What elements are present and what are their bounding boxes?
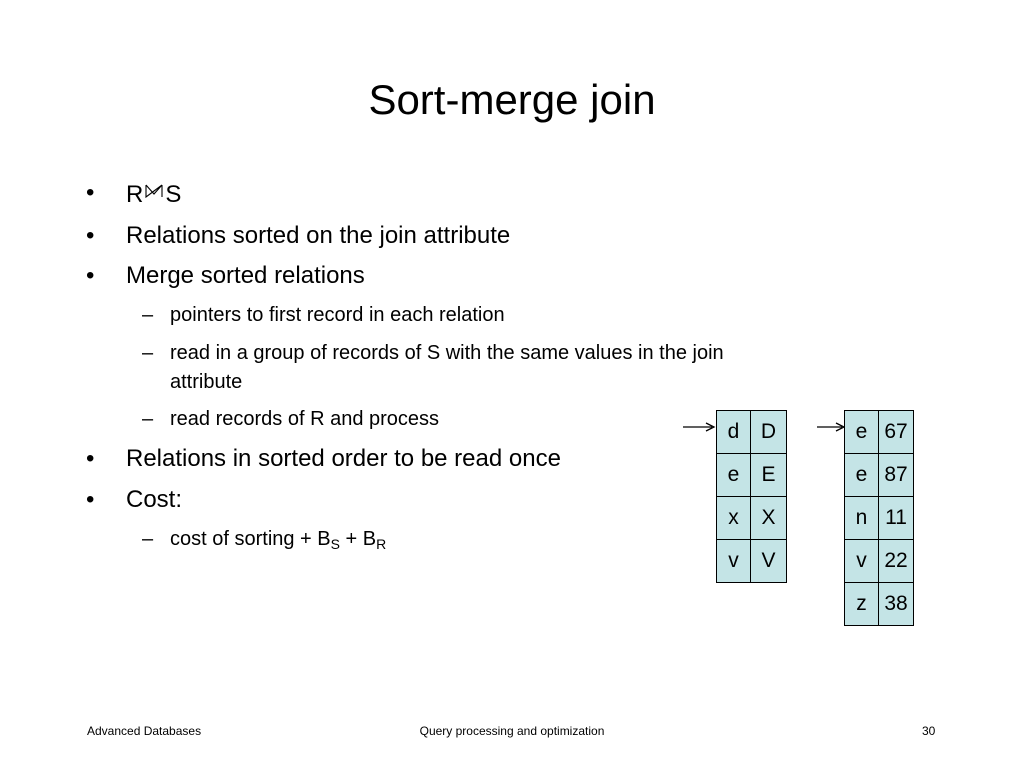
subscript-r: R [376,536,387,552]
bullet-text: Merge sorted relations [126,262,365,289]
table-cell: 22 [878,539,914,583]
bullet-text: Relations in sorted order to be read onc… [126,445,561,472]
table-cell: 67 [878,410,914,454]
table-row: d D [716,410,787,454]
bullet-marker: • [86,486,95,513]
pointer-arrow-r [683,422,716,432]
table-row: e 67 [844,410,914,454]
footer-page-number: 30 [922,724,936,738]
subbullet-marker: – [142,342,154,364]
subbullet-text: pointers to first record in each relatio… [170,304,505,326]
table-row: e 87 [844,453,914,497]
bullet-marker: • [86,222,95,249]
relation-r-table: d D e E x X v V [716,410,787,583]
bullet-marker: • [86,179,95,206]
footer-topic: Query processing and optimization [419,724,605,738]
subscript-s: S [330,536,340,552]
subbullet-text: read records of R and process [170,408,440,430]
table-row: v V [716,539,787,583]
table-cell: v [716,539,751,583]
slide-title: Sort-merge join [368,76,656,123]
semijoin-icon [143,178,165,199]
table-cell: 87 [878,453,914,497]
relation-s-table: e 67 e 87 n 11 v 22 z 38 [844,410,914,626]
table-cell: X [750,496,787,540]
table-row: x X [716,496,787,540]
bullet-marker: • [86,262,95,289]
table-row: v 22 [844,539,914,583]
footer-course: Advanced Databases [87,724,202,738]
table-cell: e [844,410,879,454]
subbullet-marker: – [142,528,154,550]
table-row: n 11 [844,496,914,540]
cost-formula: cost of sorting + BS + BR [170,528,387,552]
table-cell: e [844,453,879,497]
table-cell: v [844,539,879,583]
bullet-text: Cost: [126,486,183,513]
table-row: z 38 [844,582,914,626]
relation-s-label: S [165,181,182,208]
relation-r-label: R [126,181,144,208]
subbullet-marker: – [142,408,154,430]
table-row: e E [716,453,787,497]
table-cell: z [844,582,879,626]
table-cell: d [716,410,751,454]
table-cell: V [750,539,787,583]
table-cell: n [844,496,879,540]
table-cell: e [716,453,751,497]
bullet-marker: • [86,445,95,472]
table-cell: 11 [878,496,914,540]
table-cell: D [750,410,787,454]
table-cell: x [716,496,751,540]
table-cell: 38 [878,582,914,626]
table-cell: E [750,453,787,497]
subbullet-text-line1: read in a group of records of S with the… [170,342,724,364]
subbullet-text-line2: attribute [170,371,243,393]
bullet-text: Relations sorted on the join attribute [126,222,511,249]
subbullet-marker: – [142,304,154,326]
